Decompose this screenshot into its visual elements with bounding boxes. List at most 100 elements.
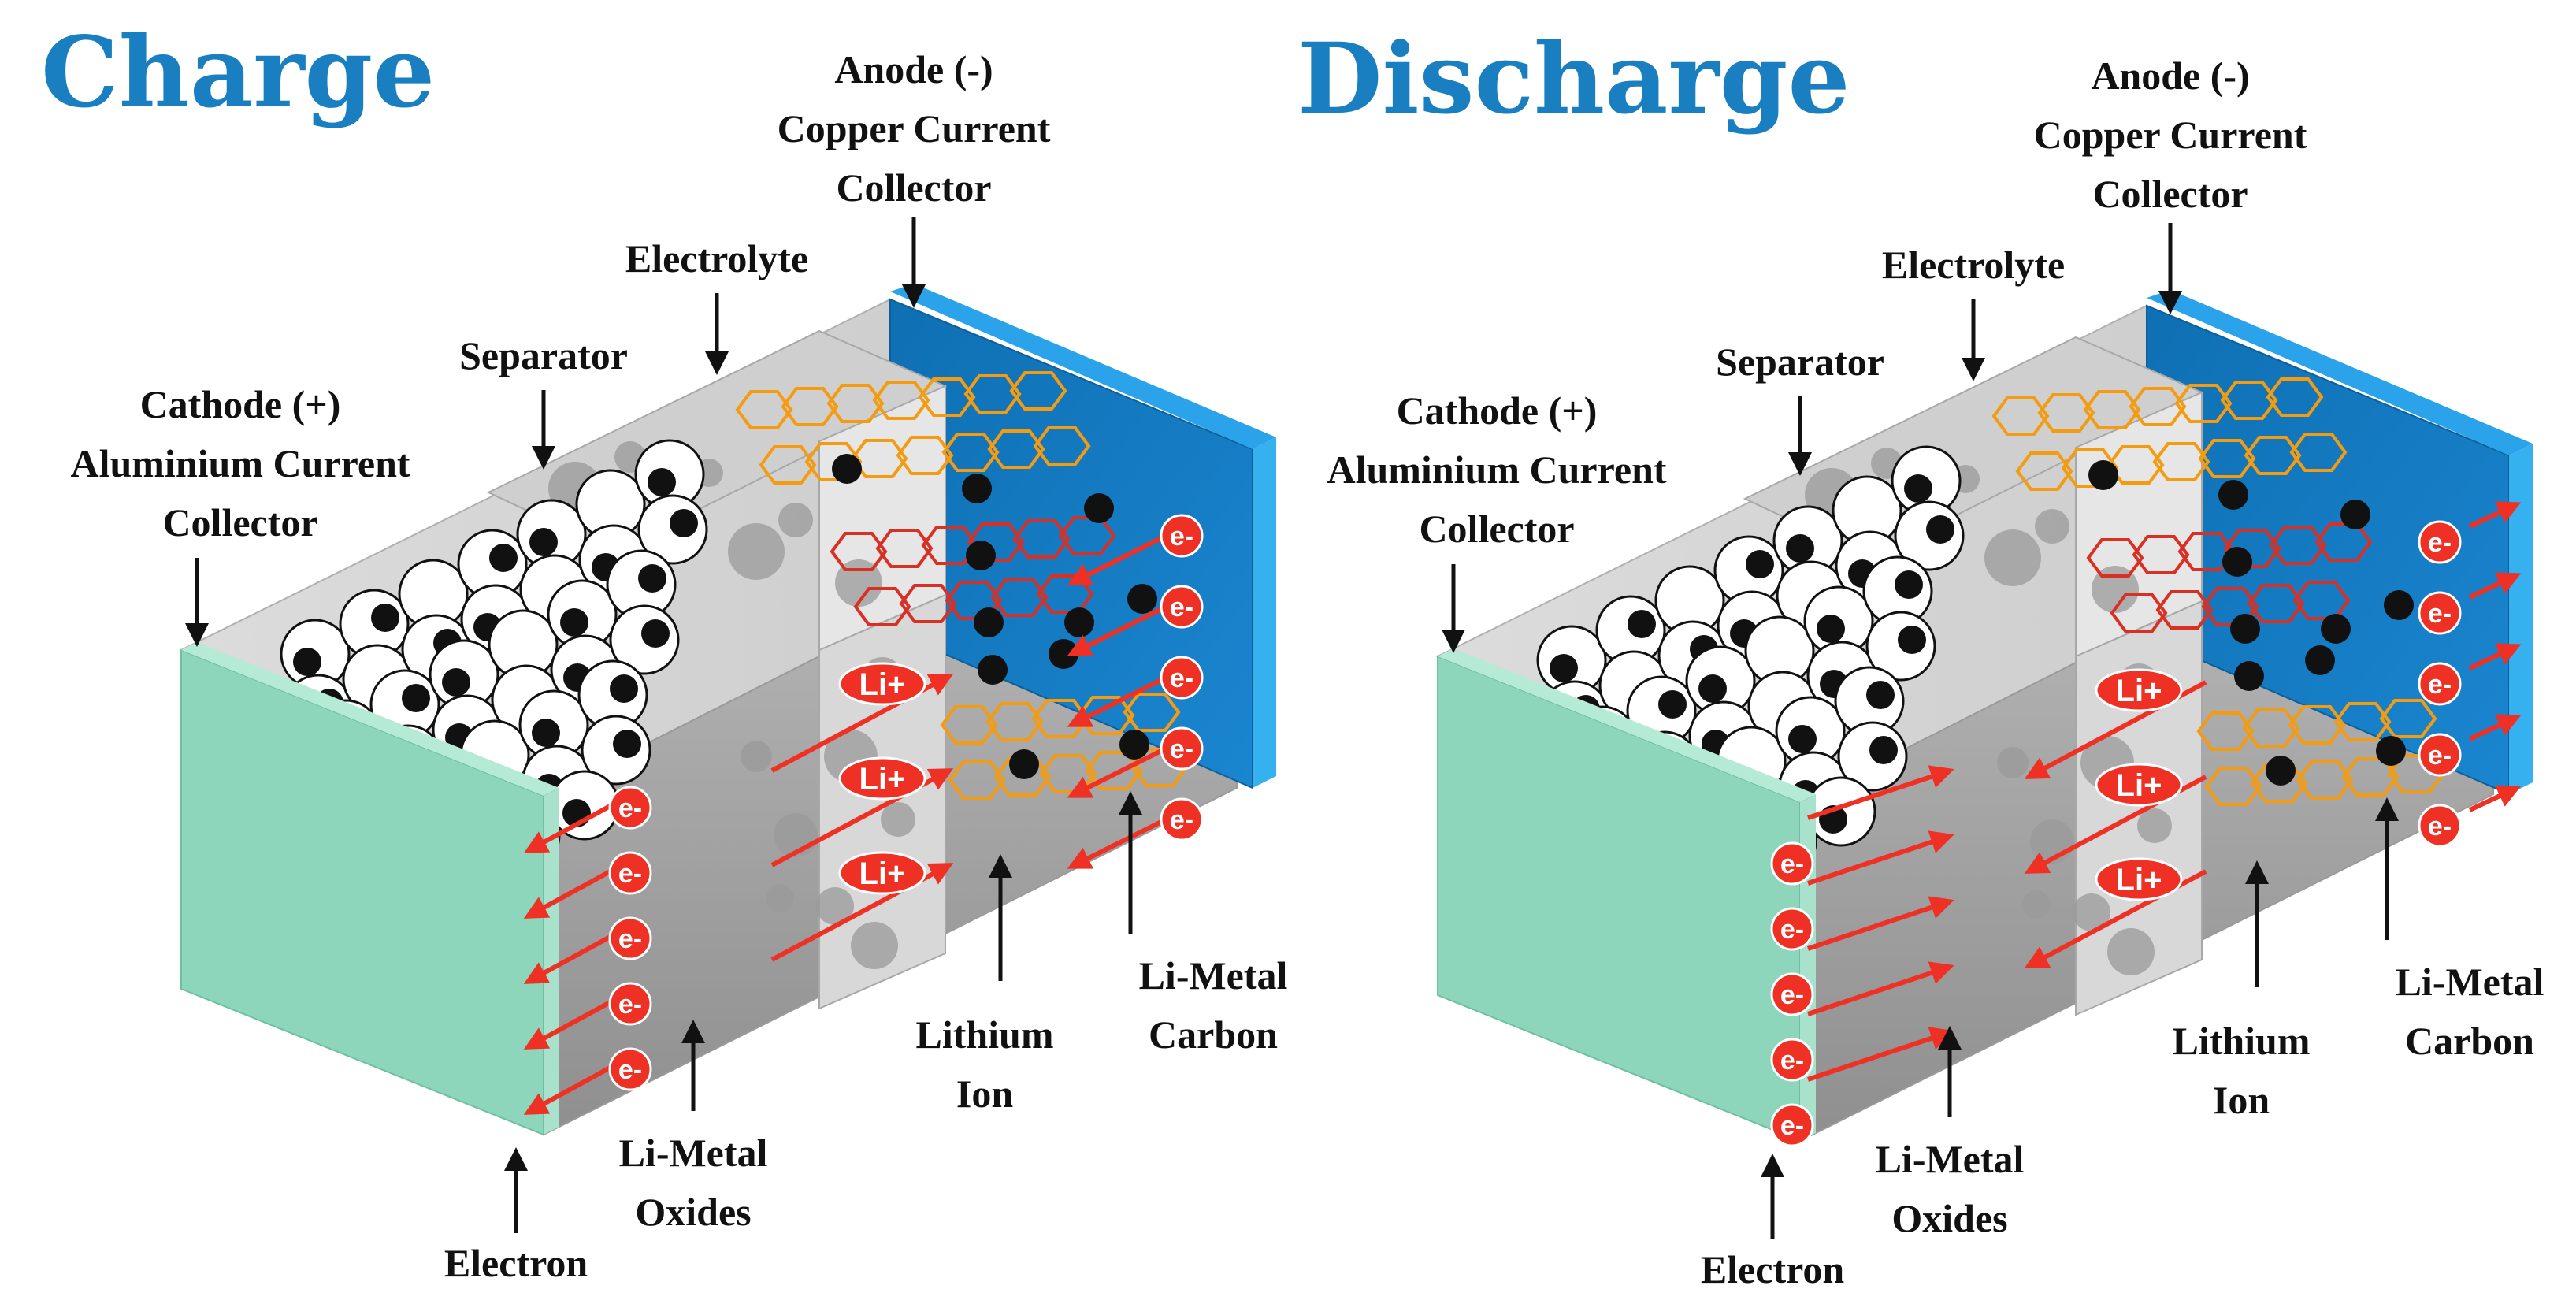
- oxide-lithium-atom: [1658, 690, 1687, 719]
- oxide-lithium-atom: [1866, 681, 1895, 709]
- graphene-hexagon: [2083, 390, 2141, 429]
- panel-discharge: DischargeLi+Li+Li+e-e-e-e-e-e-e-e-e-e-An…: [1297, 22, 2544, 1291]
- graphene-hexagon: [1031, 699, 1089, 738]
- electron-badge: e-: [1160, 797, 1204, 841]
- lithium-ion-label: Li+: [859, 667, 906, 702]
- graphene-hexagon: [921, 526, 979, 565]
- electron-label: e-: [2428, 599, 2452, 629]
- oxide-lithium-atom: [560, 608, 588, 637]
- graphene-hexagon: [985, 702, 1044, 741]
- electron-badge: e-: [1770, 907, 1814, 951]
- electron-arrow: [1067, 604, 1167, 656]
- graphene-hexagon: [2015, 451, 2073, 491]
- graphene-hexagon: [2333, 702, 2392, 741]
- lithium-atom: [2088, 460, 2118, 490]
- oxide-lithium-atom: [371, 604, 399, 632]
- separator-pore: [741, 741, 772, 772]
- separator-pore: [1997, 747, 2029, 778]
- electron-arrow: [1067, 817, 1167, 869]
- oxide-lithium-atom: [1904, 474, 1932, 503]
- label-cathode-line: Cathode (+): [1397, 388, 1598, 433]
- graphene-hexagon: [2132, 535, 2190, 574]
- panel-title: Charge: [41, 16, 435, 130]
- cathode-plate-edge-top: [1438, 648, 1816, 802]
- label-li-metal-oxides-line: Oxides: [1891, 1196, 2007, 1240]
- graphene-hexagon: [967, 522, 1025, 562]
- graphene-hexagon: [2198, 439, 2256, 478]
- lithium-atom: [2266, 756, 2296, 786]
- oxide-lithium-atom: [1926, 515, 1954, 544]
- lithium-ion-badge: Li+: [838, 851, 926, 895]
- electron-label: e-: [1170, 805, 1193, 835]
- label-lithium-ion-line: Ion: [2213, 1078, 2270, 1122]
- graphene-hexagon: [1991, 396, 2050, 436]
- electron-label: e-: [2428, 528, 2452, 558]
- electron-label: e-: [1170, 663, 1193, 693]
- graphene-hexagon: [941, 433, 1000, 472]
- graphene-hexagon: [1009, 371, 1067, 411]
- separator-pore: [728, 523, 785, 580]
- electron-arrow: [1807, 765, 1954, 820]
- graphene-hexagon: [899, 584, 957, 623]
- electron-badge: e-: [1770, 972, 1814, 1016]
- label-electrolyte: Electrolyte: [1882, 243, 2065, 287]
- graphene-hexagon: [2086, 538, 2144, 578]
- lithium-atom: [1119, 730, 1149, 760]
- label-li-metal-carbon-line: Li-Metal: [1139, 953, 1288, 998]
- graphene-hexagon: [1123, 693, 1181, 732]
- electron-badge: e-: [2418, 733, 2462, 777]
- electron-arrow: [1807, 961, 1954, 1016]
- electron-badge: e-: [608, 1047, 652, 1091]
- electron-badge: e-: [1160, 514, 1204, 558]
- electron-label: e-: [1780, 1111, 1804, 1141]
- graphene-hexagon: [781, 387, 839, 426]
- electron-label: e-: [2428, 812, 2452, 841]
- graphene-hexagon: [2220, 381, 2278, 420]
- electron-arrow: [1067, 746, 1167, 798]
- graphene-hexagon: [2289, 433, 2348, 472]
- carbon-graphene-layers: [1991, 377, 2445, 806]
- label-anode-line: Copper Current: [778, 106, 1051, 150]
- oxide-lithium-atom: [1628, 610, 1656, 638]
- oxide-lithium-atom: [529, 528, 558, 556]
- oxide-lithium-atom: [532, 719, 560, 747]
- electron-arrow: [1067, 533, 1167, 585]
- lithium-ion-badge: Li+: [838, 756, 926, 801]
- lithium-ion-label: Li+: [2116, 674, 2162, 708]
- graphene-hexagon: [2223, 529, 2281, 568]
- carbon-graphene-layers: [735, 371, 1189, 800]
- electron-label: e-: [618, 1055, 642, 1085]
- electron-badge: e-: [2418, 804, 2462, 848]
- electron-badge: e-: [1160, 656, 1204, 700]
- oxide-lithium-atom: [442, 668, 470, 697]
- separator-pore: [2107, 928, 2155, 975]
- lithium-ion-badge: Li+: [2095, 857, 2183, 901]
- lithium-atom: [2376, 736, 2406, 766]
- label-li-metal-oxides-line: Oxides: [635, 1190, 751, 1234]
- electron-arrow: [1067, 675, 1167, 727]
- oxide-lithium-atom: [1869, 736, 1898, 764]
- label-cathode-line: Collector: [162, 500, 317, 544]
- oxide-lithium-atom: [1898, 626, 1926, 654]
- graphene-hexagon: [2296, 760, 2354, 800]
- electron-badge: e-: [608, 786, 652, 830]
- oxide-lithium-atom: [489, 544, 518, 572]
- lithium-atom: [832, 454, 862, 484]
- electron-arrow: [2468, 572, 2522, 600]
- electron-label: e-: [2428, 670, 2452, 700]
- electron-label: e-: [1780, 1046, 1804, 1076]
- oxide-lithium-atom: [638, 564, 666, 593]
- oxide-lithium-atom: [1746, 550, 1774, 578]
- separator-pore: [851, 922, 898, 969]
- electron-arrow: [523, 998, 616, 1050]
- graphene-hexagon: [963, 374, 1022, 414]
- graphene-hexagon: [918, 377, 976, 417]
- label-electrolyte: Electrolyte: [625, 236, 808, 280]
- graphene-hexagon: [1033, 426, 1091, 466]
